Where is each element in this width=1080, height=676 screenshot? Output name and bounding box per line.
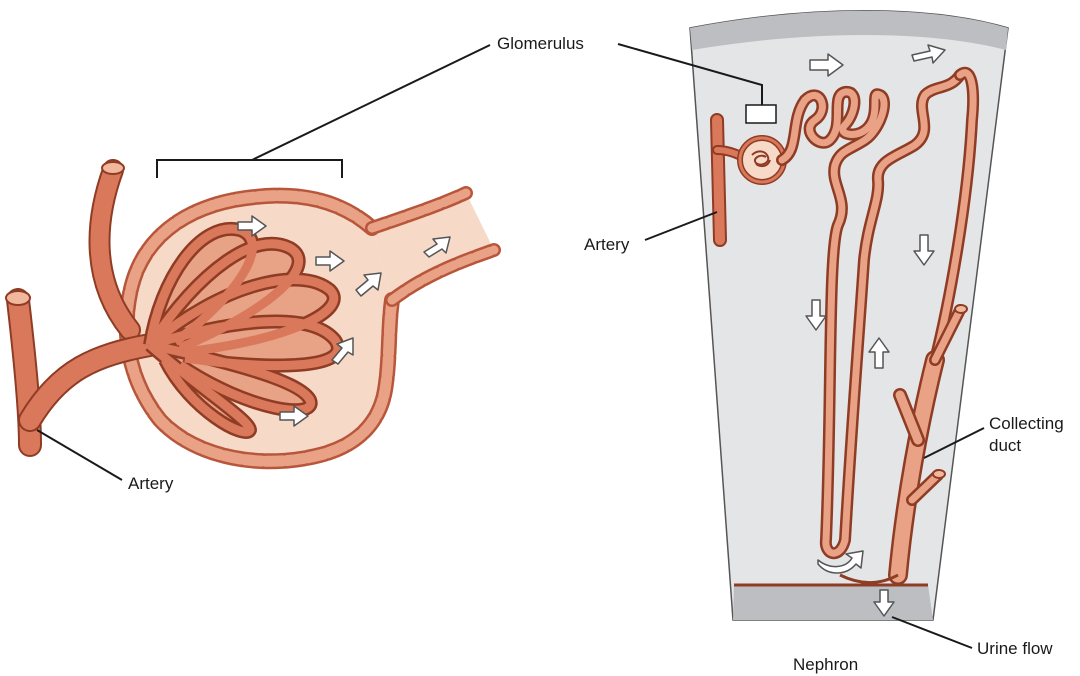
collecting-duct [839, 304, 968, 585]
glomerulus-marker [745, 104, 777, 124]
filtrate-flow-arrows [237, 215, 451, 427]
artery-label-right: Artery [584, 235, 630, 254]
artery-leader-right [644, 211, 718, 241]
collecting-duct-label: Collecting duct [989, 414, 1064, 455]
glomerulus-leader-right [617, 43, 763, 105]
glomerulus-illustration [5, 44, 501, 481]
glomerulus-bracket [156, 159, 343, 178]
artery-label-left: Artery [128, 474, 174, 493]
nephron-flow-arrows [805, 44, 946, 617]
glomerulus-small [751, 150, 771, 168]
collecting-duct-leader [923, 427, 985, 459]
artery-leader-left [36, 429, 123, 481]
urine-flow-label: Urine flow [977, 639, 1053, 658]
nephron-illustration [617, 10, 1009, 649]
glomerulus-label: Glomerulus [497, 34, 584, 53]
cortex-band [690, 10, 1008, 50]
urine-flow-leader [891, 616, 973, 649]
nephron-label: Nephron [793, 655, 859, 674]
glomerulus-leader-left [251, 44, 491, 161]
nephron-tubule [776, 66, 980, 560]
medulla-band [733, 585, 933, 620]
